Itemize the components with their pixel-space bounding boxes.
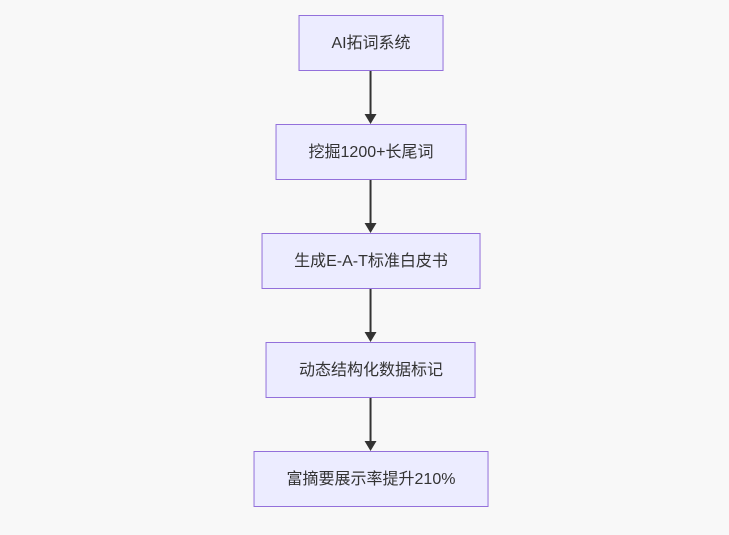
arrow-shaft <box>370 71 372 115</box>
arrow-head <box>365 332 377 342</box>
flow-node-structured-data: 动态结构化数据标记 <box>265 342 476 398</box>
flow-node-rich-snippet-result: 富摘要展示率提升210% <box>253 451 489 507</box>
arrow-shaft <box>370 398 372 442</box>
flow-node-longtail-mining: 挖掘1200+长尾词 <box>275 124 467 180</box>
flow-node-ai-keyword-system: AI拓词系统 <box>298 15 444 71</box>
arrow-head <box>365 441 377 451</box>
arrow-head <box>365 114 377 124</box>
arrow-shaft <box>370 180 372 224</box>
arrow-down-icon <box>365 180 377 233</box>
arrow-down-icon <box>365 71 377 124</box>
arrow-down-icon <box>365 398 377 451</box>
arrow-shaft <box>370 289 372 333</box>
arrow-head <box>365 223 377 233</box>
arrow-down-icon <box>365 289 377 342</box>
flowchart: AI拓词系统 挖掘1200+长尾词 生成E-A-T标准白皮书 动态结构化数据标记… <box>253 15 489 507</box>
flow-node-eat-whitepaper: 生成E-A-T标准白皮书 <box>261 233 481 289</box>
